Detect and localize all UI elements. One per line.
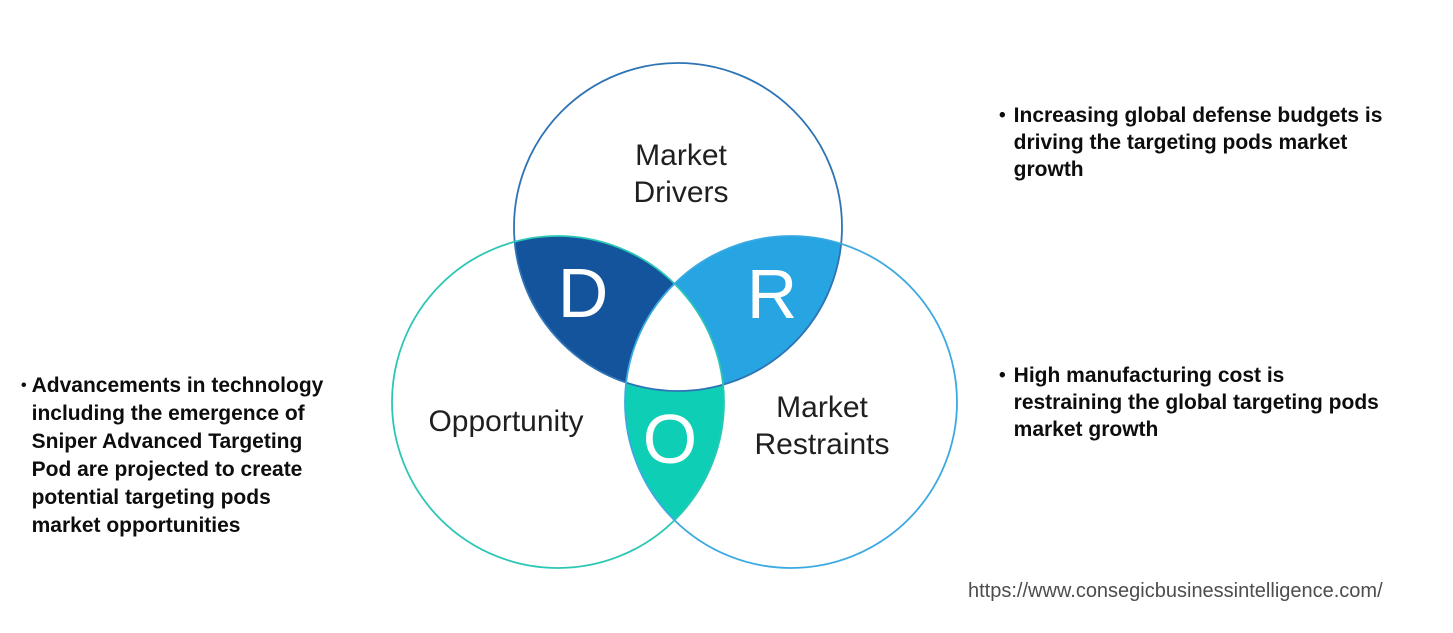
note-line: restraining the global targeting pods [1013,391,1379,414]
label-market-restraints: Market Restraints [754,391,890,461]
petal-letter-r: R [747,255,798,333]
note-opportunity: • Advancements in technology including t… [21,372,361,540]
bullet-icon: • [999,105,1006,126]
note-line: High manufacturing cost is [1013,364,1285,387]
note-line: market growth [1013,418,1159,441]
note-line: Advancements in technology [31,374,324,397]
bullet-icon: • [21,377,27,394]
note-restraints-text: High manufacturing cost is restraining t… [1014,362,1379,443]
note-line: including the emergence of [31,402,305,425]
note-line: Pod are projected to create [31,458,303,481]
circle-drivers-outline [513,62,843,392]
note-line: growth [1013,158,1084,181]
note-line: driving the targeting pods market [1013,131,1348,154]
circle-opportunity-outline [391,235,725,569]
note-line: market opportunities [31,514,241,537]
petal-drivers [514,236,724,391]
note-drivers: • Increasing global defense budgets is d… [999,102,1419,183]
source-url: https://www.consegicbusinessintelligence… [968,580,1383,602]
note-line: potential targeting pods [31,486,271,509]
petal-restraints [625,236,842,391]
label-opportunity: Opportunity [428,405,584,438]
bullet-icon: • [999,365,1006,386]
note-opportunity-text: Advancements in technology including the… [32,372,324,540]
petal-letter-d: D [558,254,609,332]
label-market-drivers: Market Drivers [633,139,729,209]
circle-restraints-outline [624,235,958,569]
petal-letter-o: O [643,400,697,478]
note-line: Increasing global defense budgets is [1013,104,1383,127]
note-restraints: • High manufacturing cost is restraining… [999,362,1419,443]
note-line: Sniper Advanced Targeting [31,430,303,453]
note-drivers-text: Increasing global defense budgets is dri… [1014,102,1383,183]
